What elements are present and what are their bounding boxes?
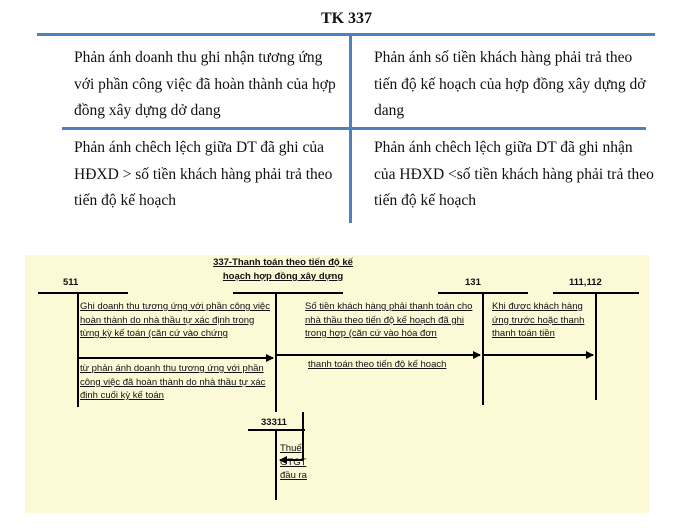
debit-entry-1: Phản ánh doanh thu ghi nhận tương ứng vớ… xyxy=(74,49,336,119)
entry-progress-payment: thanh toán theo tiến độ kế hoạch xyxy=(308,359,447,370)
debit-entry-2: Phản ánh chêch lệch giữa DT đã ghi của H… xyxy=(74,139,333,209)
t-account-top-line xyxy=(37,33,655,36)
account-33311-label: 33311 xyxy=(261,417,287,428)
account-131-label: 131 xyxy=(465,277,481,288)
entry-revenue-end-period: từ phản ánh doanh thu tương ứng với phần… xyxy=(80,363,266,401)
t-account-middle-line xyxy=(62,127,646,130)
account-511-label: 511 xyxy=(63,277,79,288)
entry-advance-payment: Khi được khách hàng ứng trước hoặc thanh… xyxy=(492,301,585,339)
diagram-lines xyxy=(38,292,639,500)
accounting-flow-diagram: 511 337-Thanh toán theo tiến độ kế hoạch… xyxy=(25,255,649,513)
account-337-label: 337-Thanh toán theo tiến độ kế hoạch hợp… xyxy=(213,257,353,282)
t-account-title: TK 337 xyxy=(320,10,373,27)
credit-entry-2: Phản ánh chêch lệch giữa DT đã ghi nhận … xyxy=(374,139,654,209)
entry-output-vat: Thuế GTGT đầu ra xyxy=(280,443,307,481)
entry-customer-payable: Số tiền khách hàng phải thanh toán cho n… xyxy=(305,301,473,339)
account-111-label: 111,112 xyxy=(569,277,602,288)
entry-revenue-recognition: Ghi doanh thu tương ứng với phần công vi… xyxy=(80,301,270,339)
t-account-center-line xyxy=(349,36,352,223)
credit-entry-1: Phản ánh số tiền khách hàng phải trả the… xyxy=(374,49,646,119)
